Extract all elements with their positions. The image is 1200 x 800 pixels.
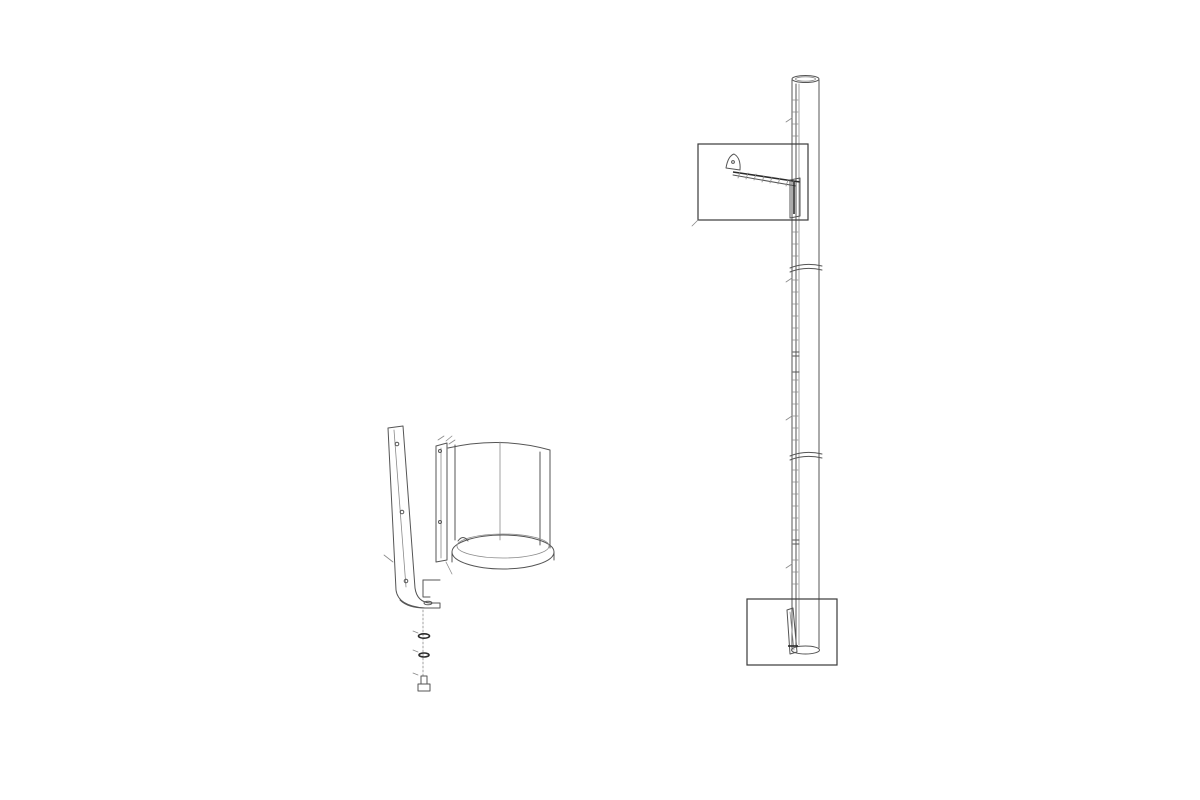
pole: [785, 75, 823, 655]
base-bracket-assembly: [383, 425, 555, 692]
hardware-stack: [412, 609, 431, 692]
band-clamp: [789, 263, 823, 273]
bolt: [412, 672, 431, 692]
clamp-profile: [422, 579, 441, 598]
washer: [412, 649, 430, 658]
top-bracket-detail: [691, 143, 809, 227]
base-detail: [746, 598, 838, 666]
band-clamp: [789, 451, 823, 461]
bracket-arm: [383, 425, 441, 609]
washer: [412, 630, 431, 639]
rail-ticks: [792, 99, 799, 585]
sleeve: [435, 435, 555, 575]
hook-arm: [725, 153, 801, 219]
